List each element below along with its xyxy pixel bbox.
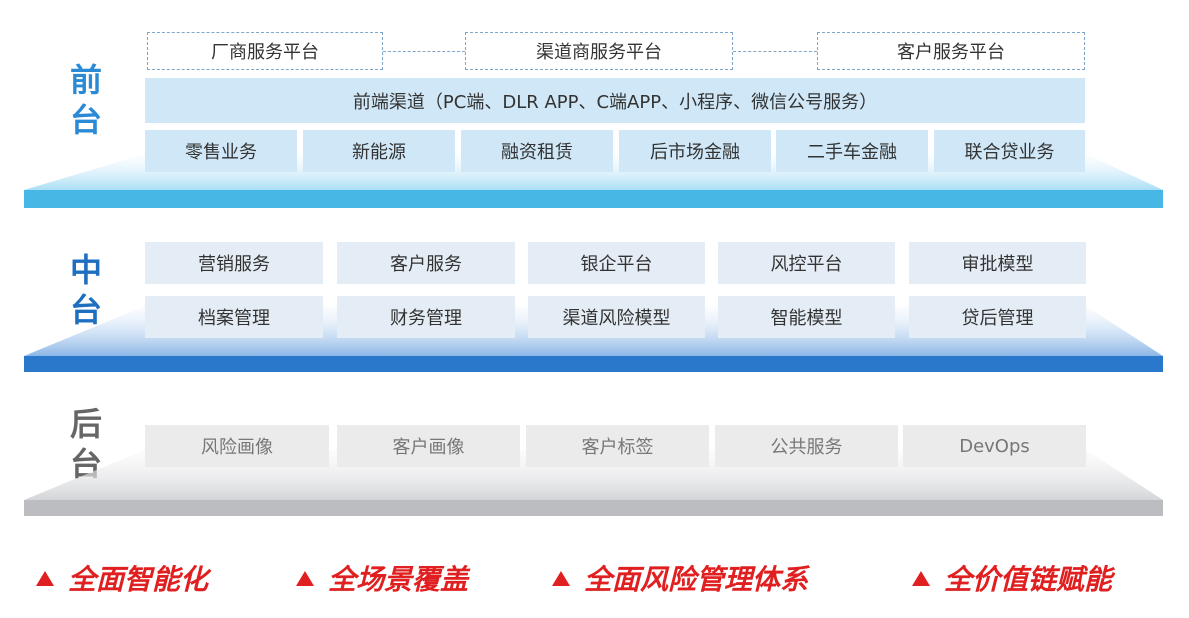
middle-marketing: 营销服务 (145, 242, 323, 284)
back-customer-tags: 客户标签 (526, 425, 709, 467)
middle-bank-platform: 银企平台 (528, 242, 705, 284)
back-devops: DevOps (903, 425, 1086, 467)
middle-post-loan: 贷后管理 (909, 296, 1086, 338)
slogan-text: 全场景覆盖 (328, 563, 469, 596)
platform-customer: 客户服务平台 (817, 32, 1085, 70)
middle-smart-model: 智能模型 (718, 296, 895, 338)
slogan-text: 全价值链赋能 (944, 563, 1113, 596)
front-label-char-2: 台 (69, 101, 102, 139)
slogan-value-chain: 全价值链赋能 (912, 558, 1112, 598)
business-joint-loan: 联合贷业务 (934, 130, 1085, 172)
slogan-intelligent: 全面智能化 (36, 558, 208, 598)
platform-dealer: 渠道商服务平台 (465, 32, 733, 70)
platform-manufacturer: 厂商服务平台 (147, 32, 383, 70)
front-channel-bar: 前端渠道（PC端、DLR APP、C端APP、小程序、微信公号服务） (145, 78, 1085, 123)
back-public-service: 公共服务 (715, 425, 898, 467)
business-new-energy: 新能源 (303, 130, 455, 172)
front-label-char-1: 前 (69, 61, 102, 99)
middle-layer-label: 中 台 (66, 250, 106, 330)
back-label-char-1: 后 (69, 405, 102, 443)
business-retail: 零售业务 (145, 130, 297, 172)
connector-2 (733, 51, 817, 52)
slogan-text: 全面智能化 (68, 563, 209, 596)
middle-approval-model: 审批模型 (909, 242, 1086, 284)
back-risk-profile: 风险画像 (145, 425, 329, 467)
triangle-icon (552, 570, 570, 586)
slogan-risk-system: 全面风险管理体系 (552, 558, 808, 598)
middle-customer-service: 客户服务 (337, 242, 515, 284)
middle-label-char-1: 中 (69, 251, 102, 289)
middle-archive: 档案管理 (145, 296, 323, 338)
middle-finance: 财务管理 (337, 296, 515, 338)
slogan-text: 全面风险管理体系 (584, 563, 809, 596)
triangle-icon (296, 570, 314, 586)
back-customer-profile: 客户画像 (337, 425, 520, 467)
triangle-icon (912, 570, 930, 586)
middle-channel-risk-model: 渠道风险模型 (528, 296, 705, 338)
slogan-full-scene: 全场景覆盖 (296, 558, 468, 598)
business-used-car: 二手车金融 (776, 130, 928, 172)
triangle-icon (36, 570, 54, 586)
middle-label-char-2: 台 (69, 291, 102, 329)
business-aftermarket: 后市场金融 (619, 130, 771, 172)
business-leasing: 融资租赁 (461, 130, 613, 172)
connector-1 (383, 51, 465, 52)
middle-risk-platform: 风控平台 (718, 242, 895, 284)
front-layer-label: 前 台 (66, 60, 106, 140)
